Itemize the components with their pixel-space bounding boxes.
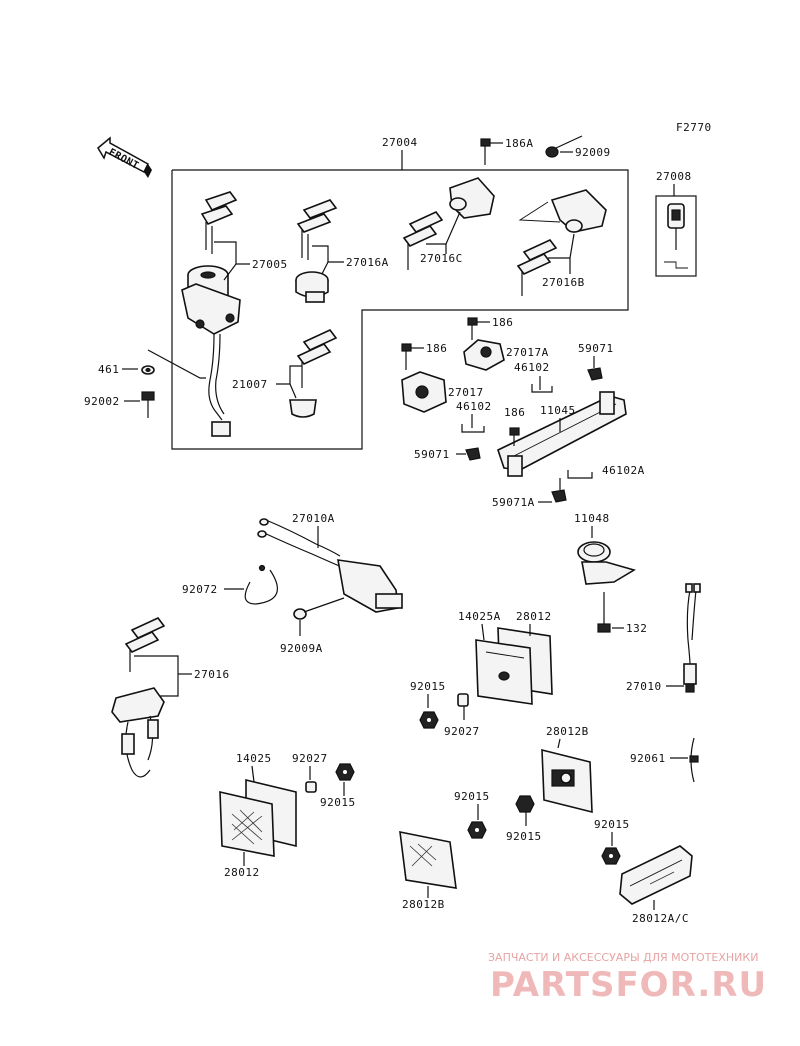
label-27016B: 27016B <box>542 276 585 289</box>
label-92072: 92072 <box>182 583 218 596</box>
watermark-tagline: ЗАПЧАСТИ И АКСЕССУАРЫ ДЛЯ МОТОТЕХНИКИ <box>488 951 758 964</box>
label-46102-a: 46102 <box>514 361 550 374</box>
bolt-132-icon <box>597 592 624 633</box>
label-132: 132 <box>626 622 647 635</box>
nut-92015-e-icon <box>601 847 621 865</box>
label-11045: 11045 <box>540 404 576 417</box>
figure-code: F2770 <box>676 121 712 134</box>
key-set-27016B-icon <box>516 189 607 296</box>
reflector-28012AC-icon <box>619 845 693 905</box>
reflector-28012-a-icon <box>475 627 553 705</box>
key-tag-27008-icon <box>655 195 697 277</box>
watermark-logo: PARTSFOR.RU <box>490 965 767 1005</box>
label-28012-a: 28012 <box>516 610 552 623</box>
label-27016A: 27016A <box>346 256 389 269</box>
label-92015-a: 92015 <box>410 680 446 693</box>
screw-92009A-icon <box>293 597 345 620</box>
label-92015-e: 92015 <box>594 818 630 831</box>
ignition-switch-27005-icon <box>181 265 241 437</box>
holder-27017-icon <box>401 371 447 413</box>
clip-59071-b-icon <box>465 447 481 461</box>
reflector-28012B-top-icon <box>541 748 593 814</box>
label-92015-d: 92015 <box>454 790 490 803</box>
key-set-27016C-icon <box>402 177 495 270</box>
switch-27010-icon <box>683 583 701 693</box>
bracket-11048-icon <box>577 541 636 585</box>
holder-27017A-icon <box>463 339 505 371</box>
label-186-a: 186 <box>492 316 513 329</box>
kit-27004-outline <box>171 150 629 450</box>
washer-461-icon <box>141 365 155 375</box>
label-92015-c: 92015 <box>320 796 356 809</box>
key-set-27016A-icon <box>295 199 338 303</box>
label-92061: 92061 <box>630 752 666 765</box>
label-27008: 27008 <box>656 170 692 183</box>
key-set-27016-icon <box>111 617 166 778</box>
screw-92009-icon <box>545 135 583 158</box>
label-59071-b: 59071 <box>414 448 450 461</box>
key-set-27005-icon <box>200 191 238 254</box>
label-92015-b: 92015 <box>506 830 542 843</box>
label-21007: 21007 <box>232 378 268 391</box>
bolt-186-c-icon <box>509 427 520 446</box>
label-28012B-bottom: 28012B <box>402 898 445 911</box>
label-46102A: 46102A <box>602 464 645 477</box>
label-27016: 27016 <box>194 668 230 681</box>
label-14025A: 14025A <box>458 610 501 623</box>
label-27016C: 27016C <box>420 252 463 265</box>
label-11048: 11048 <box>574 512 610 525</box>
tie-92061-icon <box>689 737 699 783</box>
label-92009: 92009 <box>575 146 611 159</box>
bolt-92002-icon <box>141 391 155 418</box>
label-461: 461 <box>98 363 119 376</box>
label-92009A: 92009A <box>280 642 323 655</box>
front-arrow-icon <box>97 136 152 178</box>
bolt-186-a-icon <box>467 317 490 340</box>
nut-92015-d-icon <box>467 821 487 839</box>
label-46102-b: 46102 <box>456 400 492 413</box>
spacer-92027-b-icon <box>305 781 317 793</box>
nut-92015-c-icon <box>335 763 355 781</box>
key-set-21007-icon <box>289 329 338 418</box>
label-92027-b: 92027 <box>292 752 328 765</box>
label-92002: 92002 <box>84 395 120 408</box>
spacer-92027-a-icon <box>457 693 469 707</box>
label-27017A: 27017A <box>506 346 549 359</box>
clip-59071-a-icon <box>587 367 603 381</box>
band-92072-icon <box>244 564 279 605</box>
label-59071A: 59071A <box>492 496 535 509</box>
label-14025: 14025 <box>236 752 272 765</box>
nut-92015-a-icon <box>419 711 439 729</box>
label-28012B-top: 28012B <box>546 725 589 738</box>
lock-27010A-icon <box>257 518 403 613</box>
nut-92015-b-icon <box>515 795 535 813</box>
label-186-b: 186 <box>426 342 447 355</box>
label-27017: 27017 <box>448 386 484 399</box>
bracket-11045-icon <box>497 391 627 477</box>
bolt-186-b-icon <box>401 343 424 370</box>
clip-59071A-icon <box>551 478 567 503</box>
label-28012AC: 28012A/C <box>632 912 689 925</box>
label-186-c: 186 <box>504 406 525 419</box>
pin-46102-b-icon <box>461 414 485 433</box>
label-27010: 27010 <box>626 680 662 693</box>
label-186A: 186A <box>505 137 534 150</box>
pin-46102-a-icon <box>531 376 553 393</box>
bolt-186A-icon <box>480 138 503 165</box>
label-27005: 27005 <box>252 258 288 271</box>
label-27010A: 27010A <box>292 512 335 525</box>
pin-46102A-icon <box>567 470 593 479</box>
label-28012-b: 28012 <box>224 866 260 879</box>
label-59071-a: 59071 <box>578 342 614 355</box>
label-27004: 27004 <box>382 136 418 149</box>
reflector-28012B-bottom-icon <box>399 830 457 889</box>
reflector-28012-b-icon <box>219 778 297 857</box>
label-92027-a: 92027 <box>444 725 480 738</box>
